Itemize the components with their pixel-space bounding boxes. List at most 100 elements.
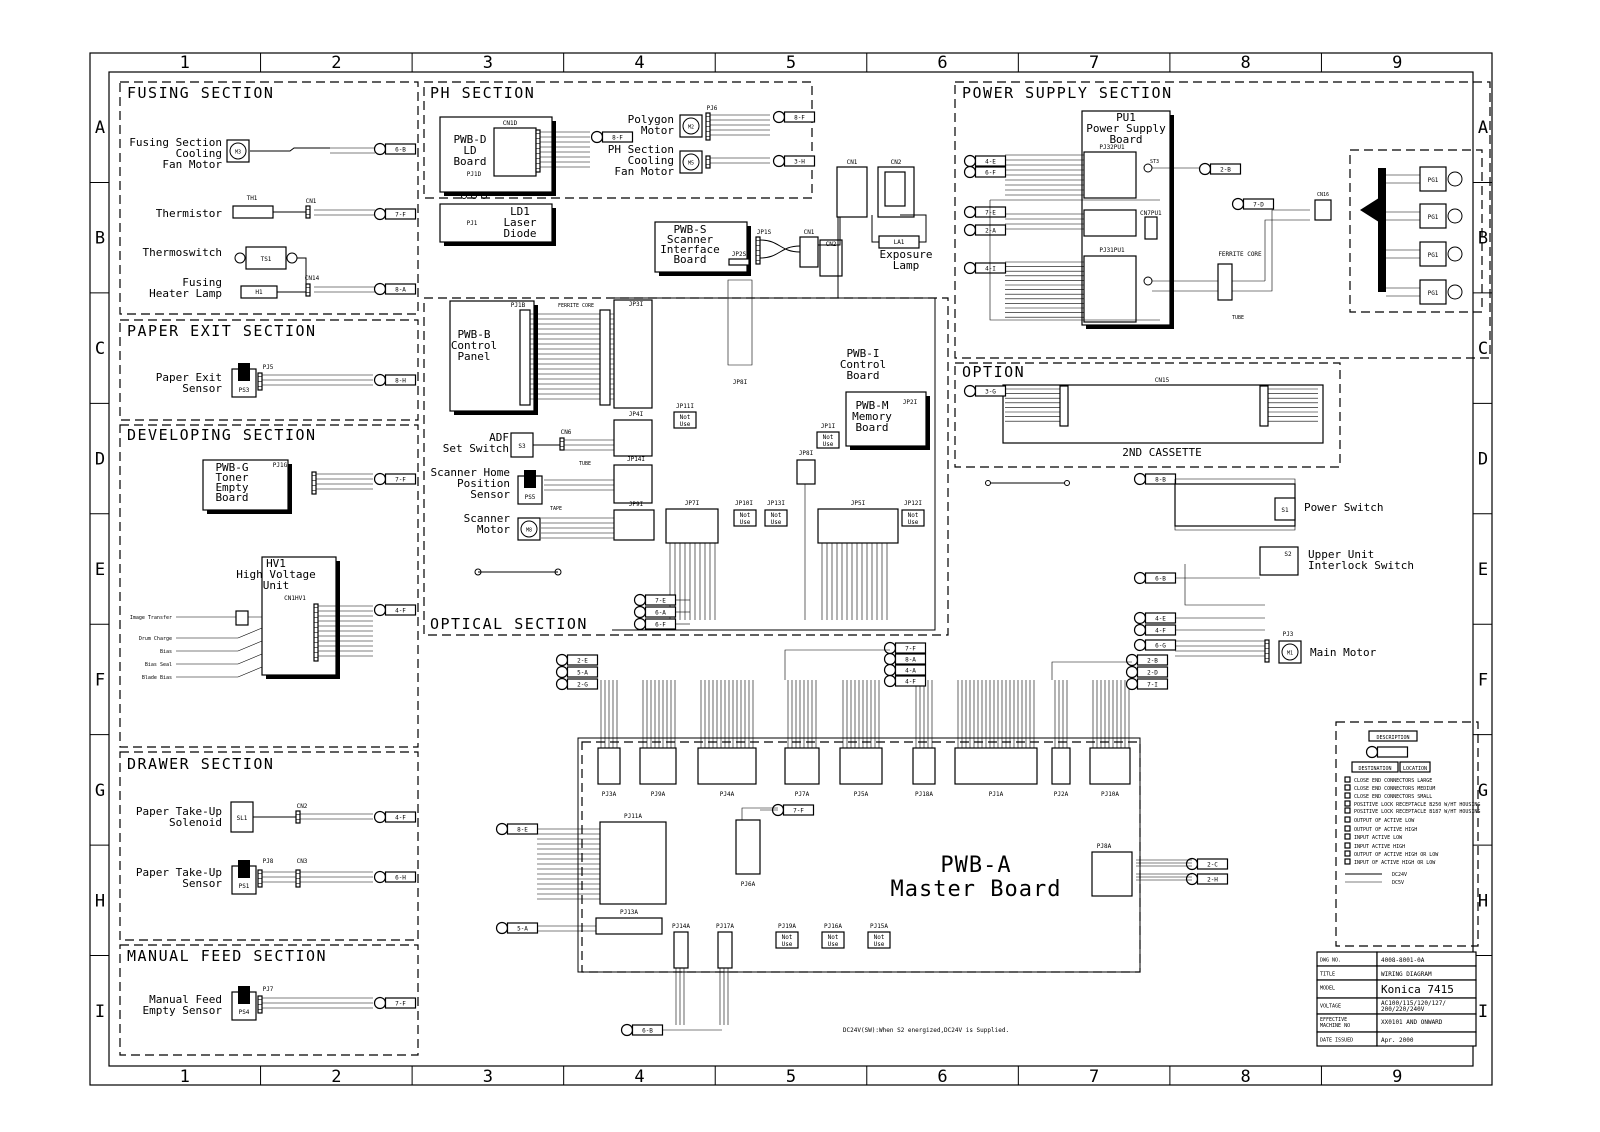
laser-diode-box	[439, 203, 553, 243]
exposure-cn2-inner	[884, 171, 906, 207]
jp11i-notuse	[673, 411, 697, 429]
column-label-4: 4	[634, 53, 644, 73]
ph-fan-ref-ref-circle	[772, 154, 786, 168]
ld-board-connector	[535, 129, 541, 173]
master-pj8a-ref-0-ref-box	[1196, 858, 1229, 870]
scanner-home-actuator	[524, 470, 536, 488]
master-left-ref: 8-E	[517, 827, 528, 834]
master-PJ11A-label: PJ11A	[624, 813, 642, 820]
master-PJ14A	[673, 931, 689, 969]
manual-feed-ref: 7-F	[395, 1001, 406, 1008]
exposure-lamp-wire	[871, 214, 927, 243]
psu-left-ref-1-ref-box	[974, 166, 1007, 178]
section-option	[954, 362, 1341, 468]
row-label-H: H	[95, 891, 105, 911]
master-top-left-ref-1-ref-box	[566, 666, 599, 678]
plug-box	[1349, 149, 1483, 313]
title-block-val-5	[1376, 1031, 1477, 1047]
column-label-4: 4	[634, 1067, 644, 1087]
jp5i-label: JP5I	[851, 500, 866, 507]
master-top-right-ref-0-ref-circle	[883, 641, 897, 655]
pj6a-wire	[741, 807, 778, 820]
paper-exit-sensor-code: PS3	[239, 387, 250, 394]
row-label-A: A	[95, 118, 105, 138]
ld-board-ref-ref-circle	[590, 130, 604, 144]
row-label-G: G	[95, 781, 105, 801]
main-motor-ref-ref-circle	[1133, 638, 1147, 652]
toner-board-ref-ref-box	[384, 473, 417, 485]
plug-2	[1419, 241, 1447, 267]
heater-wire	[297, 257, 307, 284]
ld-board-cn	[493, 127, 537, 177]
jp10i-notuse	[733, 509, 757, 527]
takeup-sensor-ref-ref-box	[384, 871, 417, 883]
title-block-key-text-1: TITLE	[1320, 972, 1335, 978]
heater-ref-ref-circle	[373, 282, 387, 296]
section-manual_feed	[119, 944, 419, 1056]
plug-code-2: PG1	[1428, 252, 1439, 259]
polygon-motor-code: M2	[688, 125, 694, 131]
master-PJ16A-label: PJ16A	[824, 923, 842, 930]
legend-symbol-9	[1344, 850, 1351, 857]
psu-left-ref-0: 4-E	[985, 159, 996, 166]
section-title-manual_feed: MANUAL FEED SECTION	[127, 947, 327, 965]
psu-st3-ref-ref-box	[1209, 163, 1242, 175]
legend-symbol-10	[1344, 858, 1351, 865]
legend-item-9: OUTPUT OF ACTIVE HIGH OR LOW	[1354, 852, 1439, 858]
master-PJ4A	[697, 747, 757, 785]
memory-board-conn: JP2I	[903, 399, 918, 406]
master-PJ16A-notuse	[821, 931, 845, 949]
ld-pin	[471, 193, 477, 199]
heater-connector	[305, 283, 311, 297]
optical-ref-0: 7-E	[655, 598, 666, 605]
jp12i-label: JP12I	[904, 500, 922, 507]
title-block-key-text-2: MODEL	[1320, 986, 1335, 992]
master-PJ15A-notuse	[867, 931, 891, 949]
master-PJ3A-label: PJ3A	[602, 791, 617, 798]
plug-code-1: PG1	[1428, 214, 1439, 221]
psu-pj31	[1083, 255, 1137, 323]
master-PJ3A	[597, 747, 621, 785]
second-cassette-label: 2ND CASSETTE	[1122, 446, 1201, 459]
row-label-D: D	[1478, 450, 1488, 470]
master-top-right-ref-0-ref-box	[894, 642, 927, 654]
psu-ferrite-core	[1217, 263, 1233, 301]
master-PJ6A-label: PJ6A	[741, 881, 756, 888]
column-label-1: 1	[180, 1067, 190, 1087]
toner-board-conn: PJ1G	[273, 462, 288, 469]
master-top-right-ref-3-ref-circle	[883, 674, 897, 688]
master-board-dash	[581, 741, 1141, 973]
master-tr-wire	[784, 649, 890, 680]
control-panel-conn: PJ1B	[511, 302, 526, 309]
polygon-motor-conn: PJ6	[707, 105, 718, 112]
cn15-label: CN15	[1155, 377, 1170, 384]
thermistor-label: Thermistor	[156, 207, 223, 220]
legend-item-3: POSITIVE LOCK RECEPTACLE B250 W/HT HOUSI…	[1354, 802, 1480, 808]
scanner-if-conn: JP1S	[757, 229, 772, 236]
jp12i-notuse	[901, 509, 925, 527]
fusing-fan-motor-code: M3	[235, 150, 241, 156]
manual-feed-conn: PJ7	[263, 986, 274, 993]
adf-conn: CN6	[561, 429, 572, 436]
takeup-solenoid-ref-ref-box	[384, 811, 417, 823]
jp13i-notuse	[764, 509, 788, 527]
master-PJ17A-label: PJ17A	[716, 923, 734, 930]
psu-left-ref-4-ref-box	[974, 262, 1007, 274]
legend-symbol-2	[1344, 792, 1351, 799]
plug-arrow	[1360, 196, 1382, 224]
scanner-cn2	[819, 239, 843, 277]
master-top-right-ref-0: 7-F	[905, 646, 916, 653]
control-panel-ferrite: FERRITE CORE	[558, 303, 594, 309]
cn16	[1314, 199, 1332, 221]
